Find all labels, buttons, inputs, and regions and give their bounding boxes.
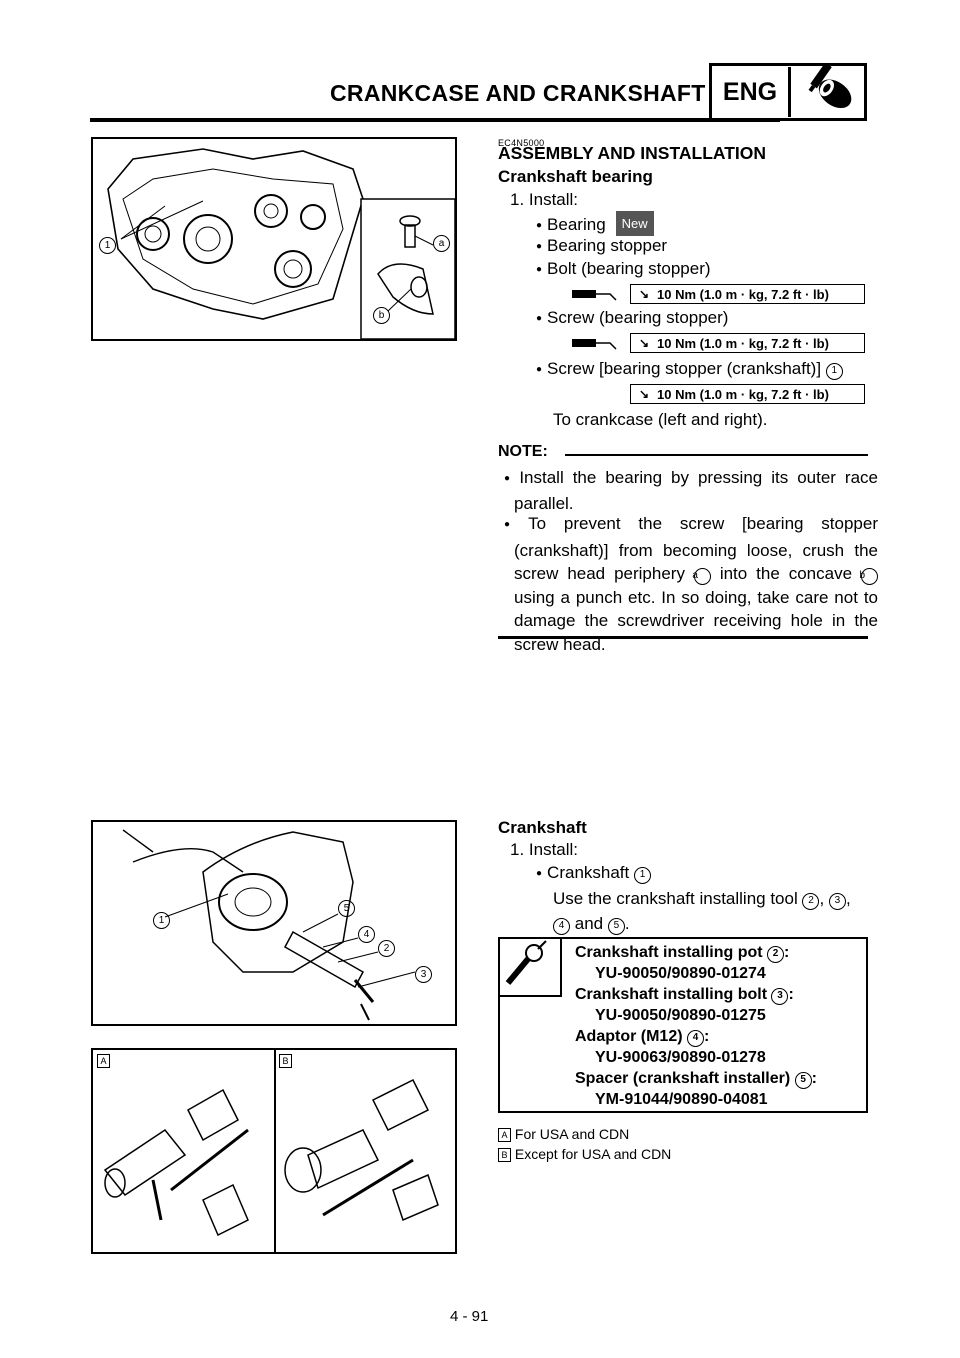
item-screw: Screw (bearing stopper) (536, 306, 728, 332)
panel-divider (274, 1050, 276, 1252)
header-rule (90, 118, 780, 122)
tool-part-number: YU-90063/90890-01278 (595, 1049, 766, 1066)
special-tool-icon (505, 940, 547, 985)
tool-part-number: YU-90050/90890-01275 (595, 1007, 766, 1024)
note-item-1: Install the bearing by pressing its oute… (504, 466, 878, 515)
crankshaft-step: 1. Install: (510, 840, 579, 859)
torque-wrench-icon: ↘ (638, 387, 650, 401)
note-label: NOTE: (498, 443, 548, 460)
callout-1: 1 (153, 912, 170, 929)
figure-crankshaft-install: 1 5 4 2 3 (91, 820, 457, 1026)
page-number: 4 - 91 (450, 1308, 489, 1325)
note-rule (565, 454, 868, 456)
callout-5: 5 (338, 900, 355, 917)
tool-part-number: YU-90050/90890-01274 (595, 965, 766, 982)
tool-item: Crankshaft installing bolt 3: (575, 986, 794, 1005)
torque-spec-2: ↘10 Nm (1.0 m · kg, 7.2 ft · lb) (630, 333, 865, 353)
to-crankcase-text: To crankcase (left and right). (553, 410, 768, 429)
page-title: CRANKCASE AND CRANKSHAFT (330, 80, 706, 106)
note-item-2: To prevent the screw [bearing stopper (c… (504, 512, 878, 656)
callout-2: 2 (378, 940, 395, 957)
section-tab (709, 63, 867, 121)
item-bolt: Bolt (bearing stopper) (536, 257, 710, 283)
section-code: EC4N5000 (498, 138, 545, 148)
tool-item: Spacer (crankshaft installer) 5: (575, 1070, 817, 1089)
tool-sets-illustration (103, 1078, 439, 1237)
tool-item: Crankshaft installing pot 2: (575, 944, 790, 963)
tool-item: Adaptor (M12) 4: (575, 1028, 710, 1047)
callout-a: a (433, 235, 450, 252)
tool-part-number: YM-91044/90890-04081 (595, 1091, 768, 1108)
tool-list: Crankshaft installing pot 2: YU-90050/90… (575, 942, 817, 1110)
wrench-bolt-icon (808, 66, 852, 109)
callout-3: 3 (415, 966, 432, 983)
figure-crankcase-bearings: 1 a b (91, 137, 457, 341)
section-heading: ASSEMBLY AND INSTALLATION (498, 143, 767, 163)
item-bearing-stopper: Bearing stopper (536, 234, 667, 260)
section-label: ENG (712, 67, 791, 117)
crankcase-illustration (107, 148, 456, 340)
torque-spec-3: ↘10 Nm (1.0 m · kg, 7.2 ft · lb) (630, 384, 865, 404)
subsection-heading: Crankshaft bearing (498, 167, 653, 186)
step-1: 1. Install: (510, 190, 579, 209)
note-end-rule (498, 636, 868, 639)
crankshaft-item: Crankshaft 1 (536, 863, 651, 884)
item-screw-crankshaft: Screw [bearing stopper (crankshaft)] 1 (536, 357, 843, 383)
locking-agent-icon (572, 339, 617, 350)
new-badge: New (615, 211, 654, 236)
locking-agent-icon (572, 290, 617, 301)
figure-tool-sets: A B (91, 1048, 457, 1254)
torque-spec-1: ↘10 Nm (1.0 m · kg, 7.2 ft · lb) (630, 284, 865, 304)
callout-1: 1 (99, 237, 116, 254)
torque-wrench-icon: ↘ (638, 336, 650, 350)
special-tools-box (498, 937, 868, 1113)
panel-a-label: A (97, 1054, 110, 1068)
crankshaft-use-text: Use the crankshaft installing tool 2, 3,… (553, 889, 851, 935)
crankshaft-install-illustration (122, 829, 416, 1021)
panel-b-label: B (279, 1054, 292, 1068)
legend-item-b: B Except for USA and CDN (498, 1144, 671, 1164)
torque-wrench-icon: ↘ (638, 287, 650, 301)
legend: A For USA and CDN B Except for USA and C… (498, 1124, 671, 1164)
tool-icon-cell (498, 937, 562, 997)
callout-b: b (373, 307, 390, 324)
callout-4: 4 (358, 926, 375, 943)
crankshaft-heading: Crankshaft (498, 818, 587, 837)
legend-item-a: A For USA and CDN (498, 1124, 671, 1144)
